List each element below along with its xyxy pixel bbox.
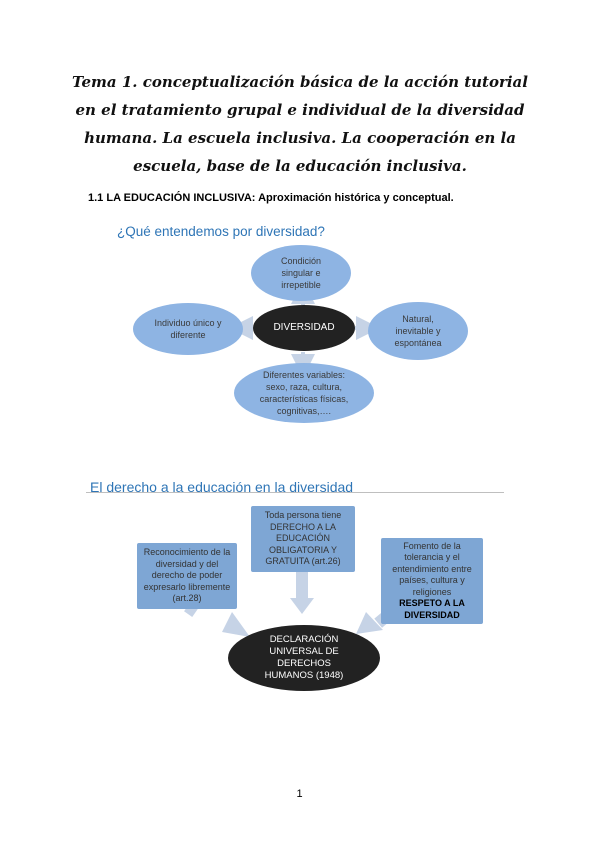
node-natural: Natural, inevitable y espontánea [368,302,468,360]
document-title: Tema 1. conceptualización básica de la a… [72,73,528,175]
node-individual: Individuo único y diferente [133,303,243,355]
node-declaration: DECLARACIÓN UNIVERSAL DE DERECHOS HUMANO… [228,625,380,691]
node-variables: Diferentes variables: sexo, raza, cultur… [234,363,374,423]
box-tolerance: Fomento de la tolerancia y el entendimie… [381,538,483,624]
box-right-to-education: Toda persona tiene DERECHO A LA EDUCACIÓ… [251,506,355,572]
arrow-center-shaft [296,572,308,598]
rights-diagram-title: El derecho a la educación en la diversid… [90,479,354,495]
arrow-right-head [356,612,383,634]
box-tolerance-text: Fomento de la tolerancia y el entendimie… [392,540,472,597]
section-heading: 1.1 LA EDUCACIÓN INCLUSIVA: Aproximación… [88,192,454,204]
box-tolerance-emphasis: RESPETO A LA DIVERSIDAD [399,598,465,620]
diversity-diagram-title: ¿Qué entendemos por diversidad? [117,224,325,239]
title-underline [86,492,504,493]
arrow-left-head [222,612,250,637]
page-number: 1 [296,788,303,800]
arrow-center-head [290,598,314,614]
box-recognition: Reconocimiento de la diversidad y del de… [137,543,237,609]
node-diversity-center: DIVERSIDAD [253,305,355,351]
node-singular: Condición singular e irrepetible [251,245,351,301]
